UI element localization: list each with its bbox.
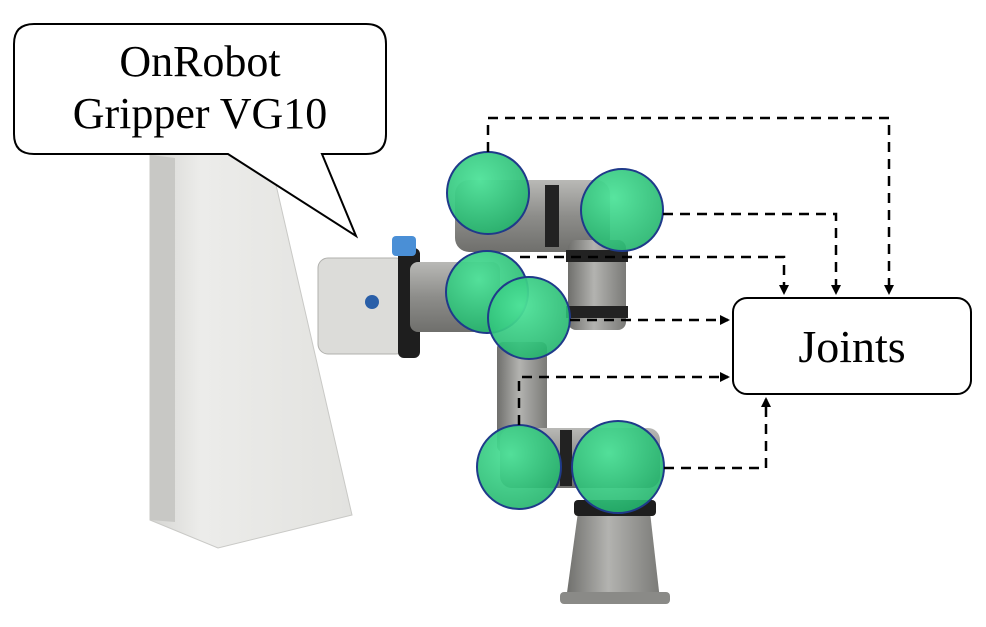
arrow-joint-2 <box>663 212 841 295</box>
onrobot-logo-icon <box>365 295 379 309</box>
joints-box <box>732 297 972 395</box>
callout-bubble <box>13 23 387 239</box>
callout-label: OnRobot Gripper VG10 <box>14 36 386 140</box>
joint-5 <box>476 424 562 510</box>
joint-markers <box>445 151 665 514</box>
joint-6 <box>571 420 665 514</box>
joint-4 <box>487 276 571 360</box>
joint-2 <box>580 168 664 252</box>
arrow-joint-6 <box>664 397 771 470</box>
callout-line-1: OnRobot <box>119 37 281 86</box>
arrow-joint-1 <box>486 116 894 295</box>
joint-arrows <box>486 116 894 470</box>
joint-1 <box>446 151 530 235</box>
arrow-joint-5 <box>517 372 730 425</box>
callout-line-2: Gripper VG10 <box>72 89 328 138</box>
gripper-mount <box>317 236 420 358</box>
joints-label: Joints <box>798 321 906 372</box>
gripper-vg10 <box>149 149 353 549</box>
arrow-joint-3 <box>520 255 789 295</box>
